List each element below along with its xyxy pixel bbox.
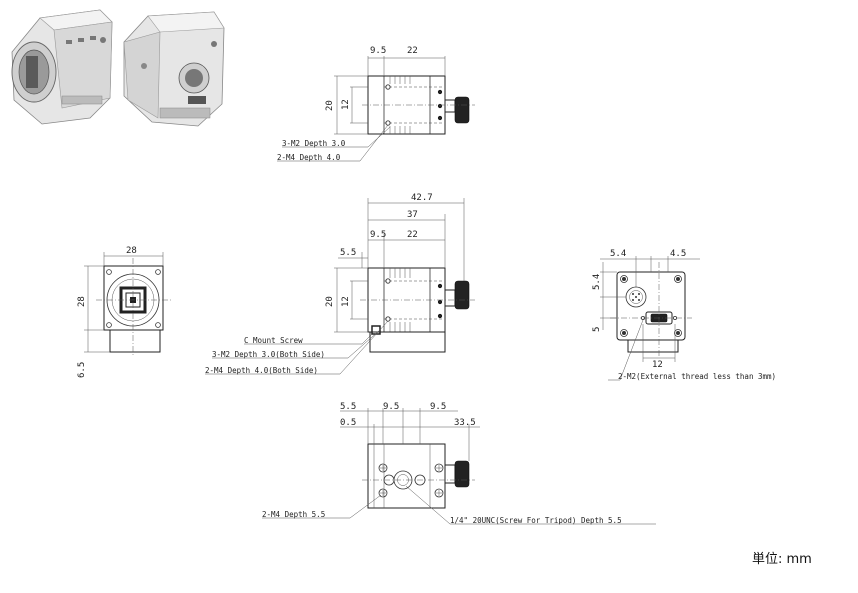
side-note-m4: 2-M4 Depth 4.0(Both Side) [205,366,318,375]
bottom-dim-33-5: 33.5 [454,418,476,428]
top-note-m2: 3-M2 Depth 3.0 [282,139,346,148]
bottom-dim-5-5: 5.5 [340,402,356,412]
side-dim-9-5: 9.5 [370,230,386,240]
rear-dim-5-4-top: 5.4 [610,249,626,259]
rear-note-m2: 2-M2(External thread less than 3mm) [618,372,776,381]
side-dim-12: 12 [341,296,351,307]
bottom-note-m4: 2-M4 Depth 5.5 [262,510,325,519]
camera-iso-front-image [11,9,113,125]
top-view: 9.5 22 20 12 3-M2 Depth 3.0 2-M4 Depth 4… [277,46,475,162]
bottom-view: 5.5 9.5 9.5 0.5 33.5 2-M4 Depth 5.5 1/4"… [262,402,656,525]
side-dim-22: 22 [407,230,418,240]
rear-dim-12: 12 [652,360,663,370]
top-view-connector [454,96,470,124]
rear-dim-5-4-side: 5.4 [592,274,602,290]
top-dim-12: 12 [341,99,351,110]
front-dim-6-5: 6.5 [77,362,87,378]
side-note-m2: 3-M2 Depth 3.0(Both Side) [212,350,325,359]
rear-dim-4-5: 4.5 [670,249,686,259]
side-note-c-mount: C Mount Screw [244,336,303,345]
top-note-m4: 2-M4 Depth 4.0 [277,153,341,162]
bottom-dim-0-5: 0.5 [340,418,356,428]
rear-view: 5.4 4.5 5.4 5 12 2-M2(External thread le… [592,249,776,381]
top-dim-9-5: 9.5 [370,46,386,56]
unit-label: 単位: mm [752,552,812,567]
front-dim-28-height: 28 [77,296,87,307]
bottom-note-tripod: 1/4" 20UNC(Screw For Tripod) Depth 5.5 [450,516,622,525]
bottom-dim-9-5-b: 9.5 [430,402,446,412]
side-dim-20: 20 [325,296,335,307]
rear-dim-5: 5 [592,327,602,332]
side-dim-5-5: 5.5 [340,248,356,258]
front-view: 28 28 6.5 [77,246,172,378]
top-dim-22: 22 [407,46,418,56]
bottom-view-connector [454,460,470,488]
top-dim-20: 20 [325,100,335,111]
side-view-connector [454,280,470,310]
side-dim-37: 37 [407,210,418,220]
side-dim-42-7: 42.7 [411,193,433,203]
camera-iso-rear-image [123,11,225,127]
bottom-dim-9-5-a: 9.5 [383,402,399,412]
side-view: 42.7 37 9.5 22 5.5 20 12 C Mount Screw 3… [205,193,475,375]
front-dim-28-width: 28 [126,246,137,256]
